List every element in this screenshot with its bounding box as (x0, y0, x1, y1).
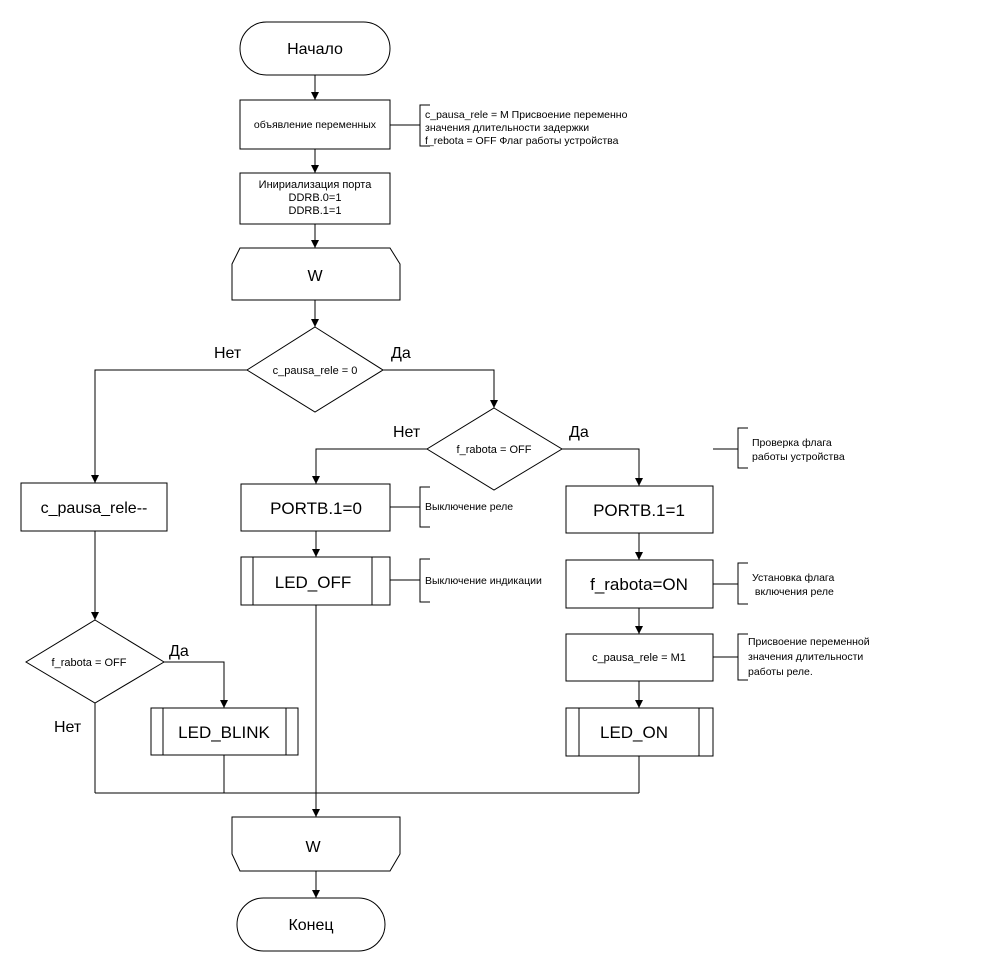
decrement-block: c_pausa_rele-- (20, 482, 168, 532)
arrowhead (635, 626, 643, 634)
cond2-note-line: Проверка флага (752, 437, 832, 449)
cond1-yes-label: Да (391, 345, 411, 362)
arrowhead (91, 612, 99, 620)
decision-pause-zero-label: c_pausa_rele = 0 (273, 365, 358, 377)
loop-end: W (231, 816, 401, 872)
arrowheads (91, 92, 643, 898)
arrowhead (91, 475, 99, 483)
arrowhead (311, 319, 319, 327)
led-blink-subroutine: LED_BLINK (150, 707, 299, 756)
decision-flag-off-left-label: f_rabota = OFF (52, 657, 127, 669)
set-pause-note-line: Присвоение переменной (748, 636, 870, 648)
loop-start-label: W (307, 268, 323, 285)
portb-off-note-text: Выключение реле (425, 501, 513, 513)
declare-label: объявление переменных (254, 119, 377, 131)
decision-flag-off-left: f_rabota = OFF (25, 619, 165, 704)
cond3-no-label: Нет (54, 719, 82, 736)
arrowhead (312, 809, 320, 817)
arrowhead (312, 890, 320, 898)
end-terminator: Конец (236, 897, 386, 952)
cond3-yes-label: Да (169, 643, 189, 660)
arrowhead (311, 240, 319, 248)
declare-note: c_pausa_rele = M Присвоение переменно зн… (390, 104, 628, 147)
decision-flag-off-label: f_rabota = OFF (457, 444, 532, 456)
led-off-note-text: Выключение индикации (425, 575, 542, 587)
loop-start: W (231, 247, 401, 301)
declare-note-line: значения длительности задержки (425, 122, 589, 134)
flag-on-label: f_rabota=ON (590, 575, 688, 594)
cond2-no-label: Нет (393, 424, 421, 441)
arrowhead (635, 552, 643, 560)
led-off-note: Выключение индикации (390, 558, 542, 603)
declare-block: объявление переменных (239, 99, 391, 150)
led-off-label: LED_OFF (275, 573, 352, 592)
init-line: Инириализация порта (259, 179, 373, 191)
flag-on-note: Установка флага включения реле (713, 562, 835, 605)
start-label: Начало (287, 41, 343, 58)
portb-off-label: PORTB.1=0 (270, 499, 362, 518)
flag-on-note-line: Установка флага (752, 572, 835, 584)
set-pause-note-line: работы реле. (748, 666, 813, 678)
loop-end-label: W (305, 839, 321, 856)
arrowhead (311, 165, 319, 173)
init-line: DDRB.0=1 (289, 192, 342, 204)
decision-pause-zero: c_pausa_rele = 0 (246, 326, 384, 413)
arrowhead (490, 400, 498, 408)
connectors (94, 75, 640, 898)
flag-on-note-line: включения реле (752, 586, 834, 598)
cond2-note-line: работы устройства (752, 451, 845, 463)
start-terminator: Начало (239, 21, 391, 76)
arrowhead (220, 700, 228, 708)
flag-on-block: f_rabota=ON (565, 559, 714, 609)
led-blink-label: LED_BLINK (178, 723, 270, 742)
decision-flag-off: f_rabota = OFF (426, 407, 563, 491)
portb-on-block: PORTB.1=1 (565, 485, 714, 534)
arrowhead (312, 476, 320, 484)
portb-off-block: PORTB.1=0 (240, 483, 391, 532)
cond2-note: Проверка флага работы устройства (713, 427, 845, 469)
decrement-label: c_pausa_rele-- (41, 500, 148, 517)
set-pause-note-line: значения длительности (748, 651, 863, 663)
set-pause-block: c_pausa_rele = M1 (565, 633, 714, 682)
arrowhead (311, 92, 319, 100)
cond1-no-label: Нет (214, 345, 242, 362)
declare-note-line: f_rebota = OFF Флаг работы устройства (425, 135, 619, 147)
init-line: DDRB.1=1 (289, 205, 342, 217)
init-block: Инириализация порта DDRB.0=1 DDRB.1=1 (239, 172, 391, 225)
end-label: Конец (288, 917, 333, 934)
led-on-subroutine: LED_ON (565, 707, 714, 757)
led-on-label: LED_ON (600, 723, 668, 742)
set-pause-note: Присвоение переменной значения длительно… (713, 633, 870, 681)
arrowhead (635, 478, 643, 486)
declare-note-line: c_pausa_rele = M Присвоение переменно (425, 109, 628, 121)
arrowhead (312, 549, 320, 557)
led-off-subroutine: LED_OFF (240, 556, 391, 606)
set-pause-label: c_pausa_rele = M1 (592, 652, 686, 664)
cond2-yes-label: Да (569, 424, 589, 441)
portb-on-label: PORTB.1=1 (593, 501, 685, 520)
portb-off-note: Выключение реле (390, 486, 513, 528)
arrowhead (635, 700, 643, 708)
